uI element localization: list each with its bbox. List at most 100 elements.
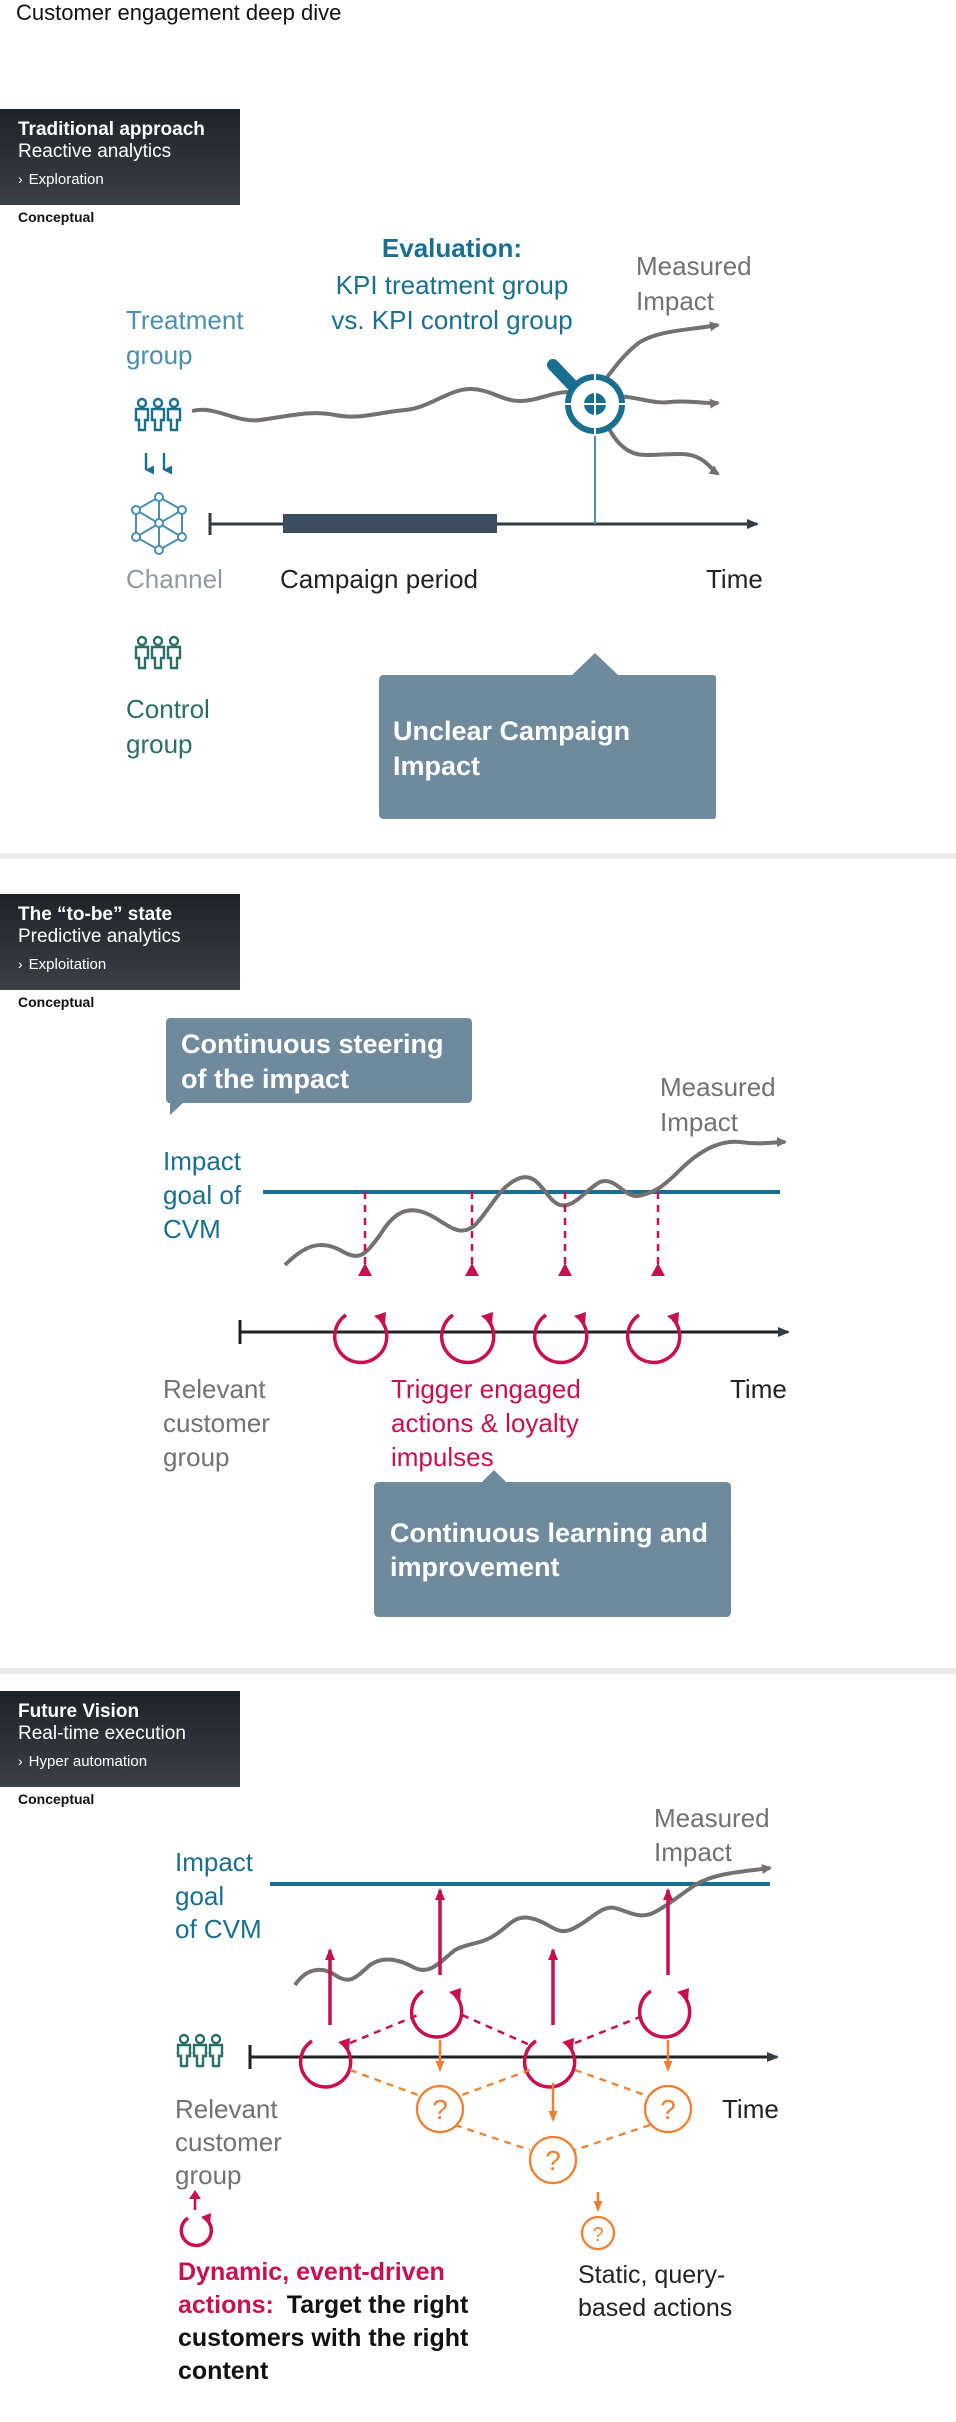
dynamic-line2: actions: Target the right xyxy=(178,2291,469,2319)
panel-tag-subtitle: Real-time execution xyxy=(18,1723,186,1744)
panel-tag-mode: Exploitation xyxy=(28,956,107,973)
measured-impact-line2: Impact xyxy=(654,1837,733,1867)
relevant-line1: Relevant xyxy=(175,2094,278,2124)
diagram-to-be: Continuous steering of the impact Measur… xyxy=(163,1018,790,1617)
measured-impact-line1: Measured xyxy=(660,1072,776,1102)
steering-line1: Continuous steering xyxy=(181,1029,444,1059)
question-mark-icon: ? xyxy=(432,2094,448,2125)
trigger-line2: actions & loyalty xyxy=(391,1408,579,1438)
measured-impact-curve-low xyxy=(596,404,720,476)
down-arrows-icon xyxy=(144,453,172,475)
trigger-line1: Trigger engaged xyxy=(391,1374,581,1404)
panel-tag-title: Future Vision xyxy=(18,1701,140,1722)
steering-callout xyxy=(166,1018,472,1115)
time-label: Time xyxy=(706,564,763,594)
panel-tag-title: Traditional approach xyxy=(18,119,205,140)
campaign-period-label: Campaign period xyxy=(280,564,478,594)
learning-line1: Continuous learning and xyxy=(390,1518,708,1548)
magnifier-icon xyxy=(547,359,627,436)
relevant-group-icon xyxy=(176,2033,224,2068)
dynamic-line2-emph: actions: xyxy=(178,2291,281,2319)
conceptual-label: Conceptual xyxy=(18,1791,95,1807)
legend-dynamic-arrowhead xyxy=(189,2190,201,2199)
section-divider xyxy=(0,1668,956,1674)
callout-line2: Impact xyxy=(393,751,480,781)
dynamic-line2-rest: Target the right xyxy=(287,2291,469,2319)
dashed-links xyxy=(363,1192,660,1268)
panel-tag-mode: Hyper automation xyxy=(28,1753,148,1770)
measured-impact-curve xyxy=(293,1864,772,1987)
question-mark-icon: ? xyxy=(545,2145,561,2176)
goal-line1: Impact xyxy=(163,1146,242,1176)
control-group-line1: Control xyxy=(126,694,210,724)
trigger-line3: impulses xyxy=(391,1442,494,1472)
measured-impact-line1: Measured xyxy=(654,1803,770,1833)
panel-tag-mode: Exploration xyxy=(28,171,104,188)
treatment-group-icon xyxy=(134,397,182,432)
relevant-line2: customer xyxy=(175,2127,282,2157)
static-line1: Static, query- xyxy=(578,2261,725,2289)
dynamic-line3: customers with the right xyxy=(178,2324,469,2352)
channel-label: Channel xyxy=(126,564,223,594)
static-down-arrows xyxy=(435,2040,673,2212)
dynamic-loop-icons xyxy=(179,1989,692,2248)
unclear-impact-callout xyxy=(379,653,716,819)
channel-network-icon xyxy=(131,492,187,555)
control-group-icon xyxy=(134,635,182,670)
panel-tag-future: Future Vision Real-time execution › Hyper… xyxy=(0,1691,240,1787)
time-label: Time xyxy=(722,2094,779,2124)
page-title: Customer engagement deep dive xyxy=(16,0,342,25)
loop-arrowheads xyxy=(374,1312,679,1325)
time-label: Time xyxy=(730,1374,787,1404)
dynamic-line4: content xyxy=(178,2357,269,2385)
panel-tag-subtitle: Predictive analytics xyxy=(18,926,181,947)
action-loop-icons xyxy=(332,1313,682,1365)
campaign-period-bar xyxy=(283,514,497,533)
question-mark-icon: ? xyxy=(592,2224,603,2246)
relevant-line3: group xyxy=(175,2160,242,2190)
evaluation-line2: vs. KPI control group xyxy=(331,305,572,335)
panel-tag-subtitle: Reactive analytics xyxy=(18,141,172,162)
chevron-right-icon: › xyxy=(18,171,23,187)
goal-line3: CVM xyxy=(163,1214,221,1244)
steering-line2: of the impact xyxy=(181,1064,349,1094)
panel-tag-title: The “to-be” state xyxy=(18,904,173,925)
evaluation-line1: KPI treatment group xyxy=(336,270,569,300)
dynamic-line1: Dynamic, event-driven xyxy=(178,2258,445,2286)
relevant-line2: customer xyxy=(163,1408,270,1438)
static-dashed-links xyxy=(349,2068,651,2152)
goal-line1: Impact xyxy=(175,1847,254,1877)
up-arrowheads xyxy=(358,1263,665,1276)
callout-line1: Unclear Campaign xyxy=(393,716,630,746)
section-divider xyxy=(0,853,956,859)
treatment-group-line2: group xyxy=(126,340,193,370)
panel-tag-traditional: Traditional approach Reactive analytics … xyxy=(0,109,240,205)
control-group-line2: group xyxy=(126,729,193,759)
question-marks: ? ? ? ? xyxy=(432,2094,676,2246)
relevant-line1: Relevant xyxy=(163,1374,266,1404)
goal-line2: goal xyxy=(175,1881,224,1911)
learning-callout xyxy=(374,1470,731,1617)
conceptual-label: Conceptual xyxy=(18,994,95,1010)
diagram-traditional: Evaluation: KPI treatment group vs. KPI … xyxy=(126,233,763,819)
evaluation-title: Evaluation: xyxy=(382,233,522,263)
question-mark-icon: ? xyxy=(660,2094,676,2125)
dynamic-dashed-links xyxy=(349,2013,646,2047)
goal-line2: goal of xyxy=(163,1180,242,1210)
diagram-future: Measured Impact Impact goal of CVM xyxy=(175,1803,779,2385)
chevron-right-icon: › xyxy=(18,1753,23,1769)
relevant-line3: group xyxy=(163,1442,230,1472)
measured-impact-line1: Measured xyxy=(636,251,752,281)
static-query-icons xyxy=(415,2084,693,2251)
static-line2: based actions xyxy=(578,2294,732,2322)
treatment-group-line1: Treatment xyxy=(126,305,244,335)
measured-impact-curve xyxy=(283,1137,787,1267)
measured-impact-line2: Impact xyxy=(636,286,715,316)
learning-line2: improvement xyxy=(390,1552,560,1582)
measured-impact-line2: Impact xyxy=(660,1107,739,1137)
dynamic-loop-arrowheads xyxy=(201,1988,689,2225)
goal-line3: of CVM xyxy=(175,1914,262,1944)
chevron-right-icon: › xyxy=(18,956,23,972)
panel-tag-to-be: The “to-be” state Predictive analytics ›… xyxy=(0,894,240,990)
measured-impact-curve-top xyxy=(191,321,720,423)
